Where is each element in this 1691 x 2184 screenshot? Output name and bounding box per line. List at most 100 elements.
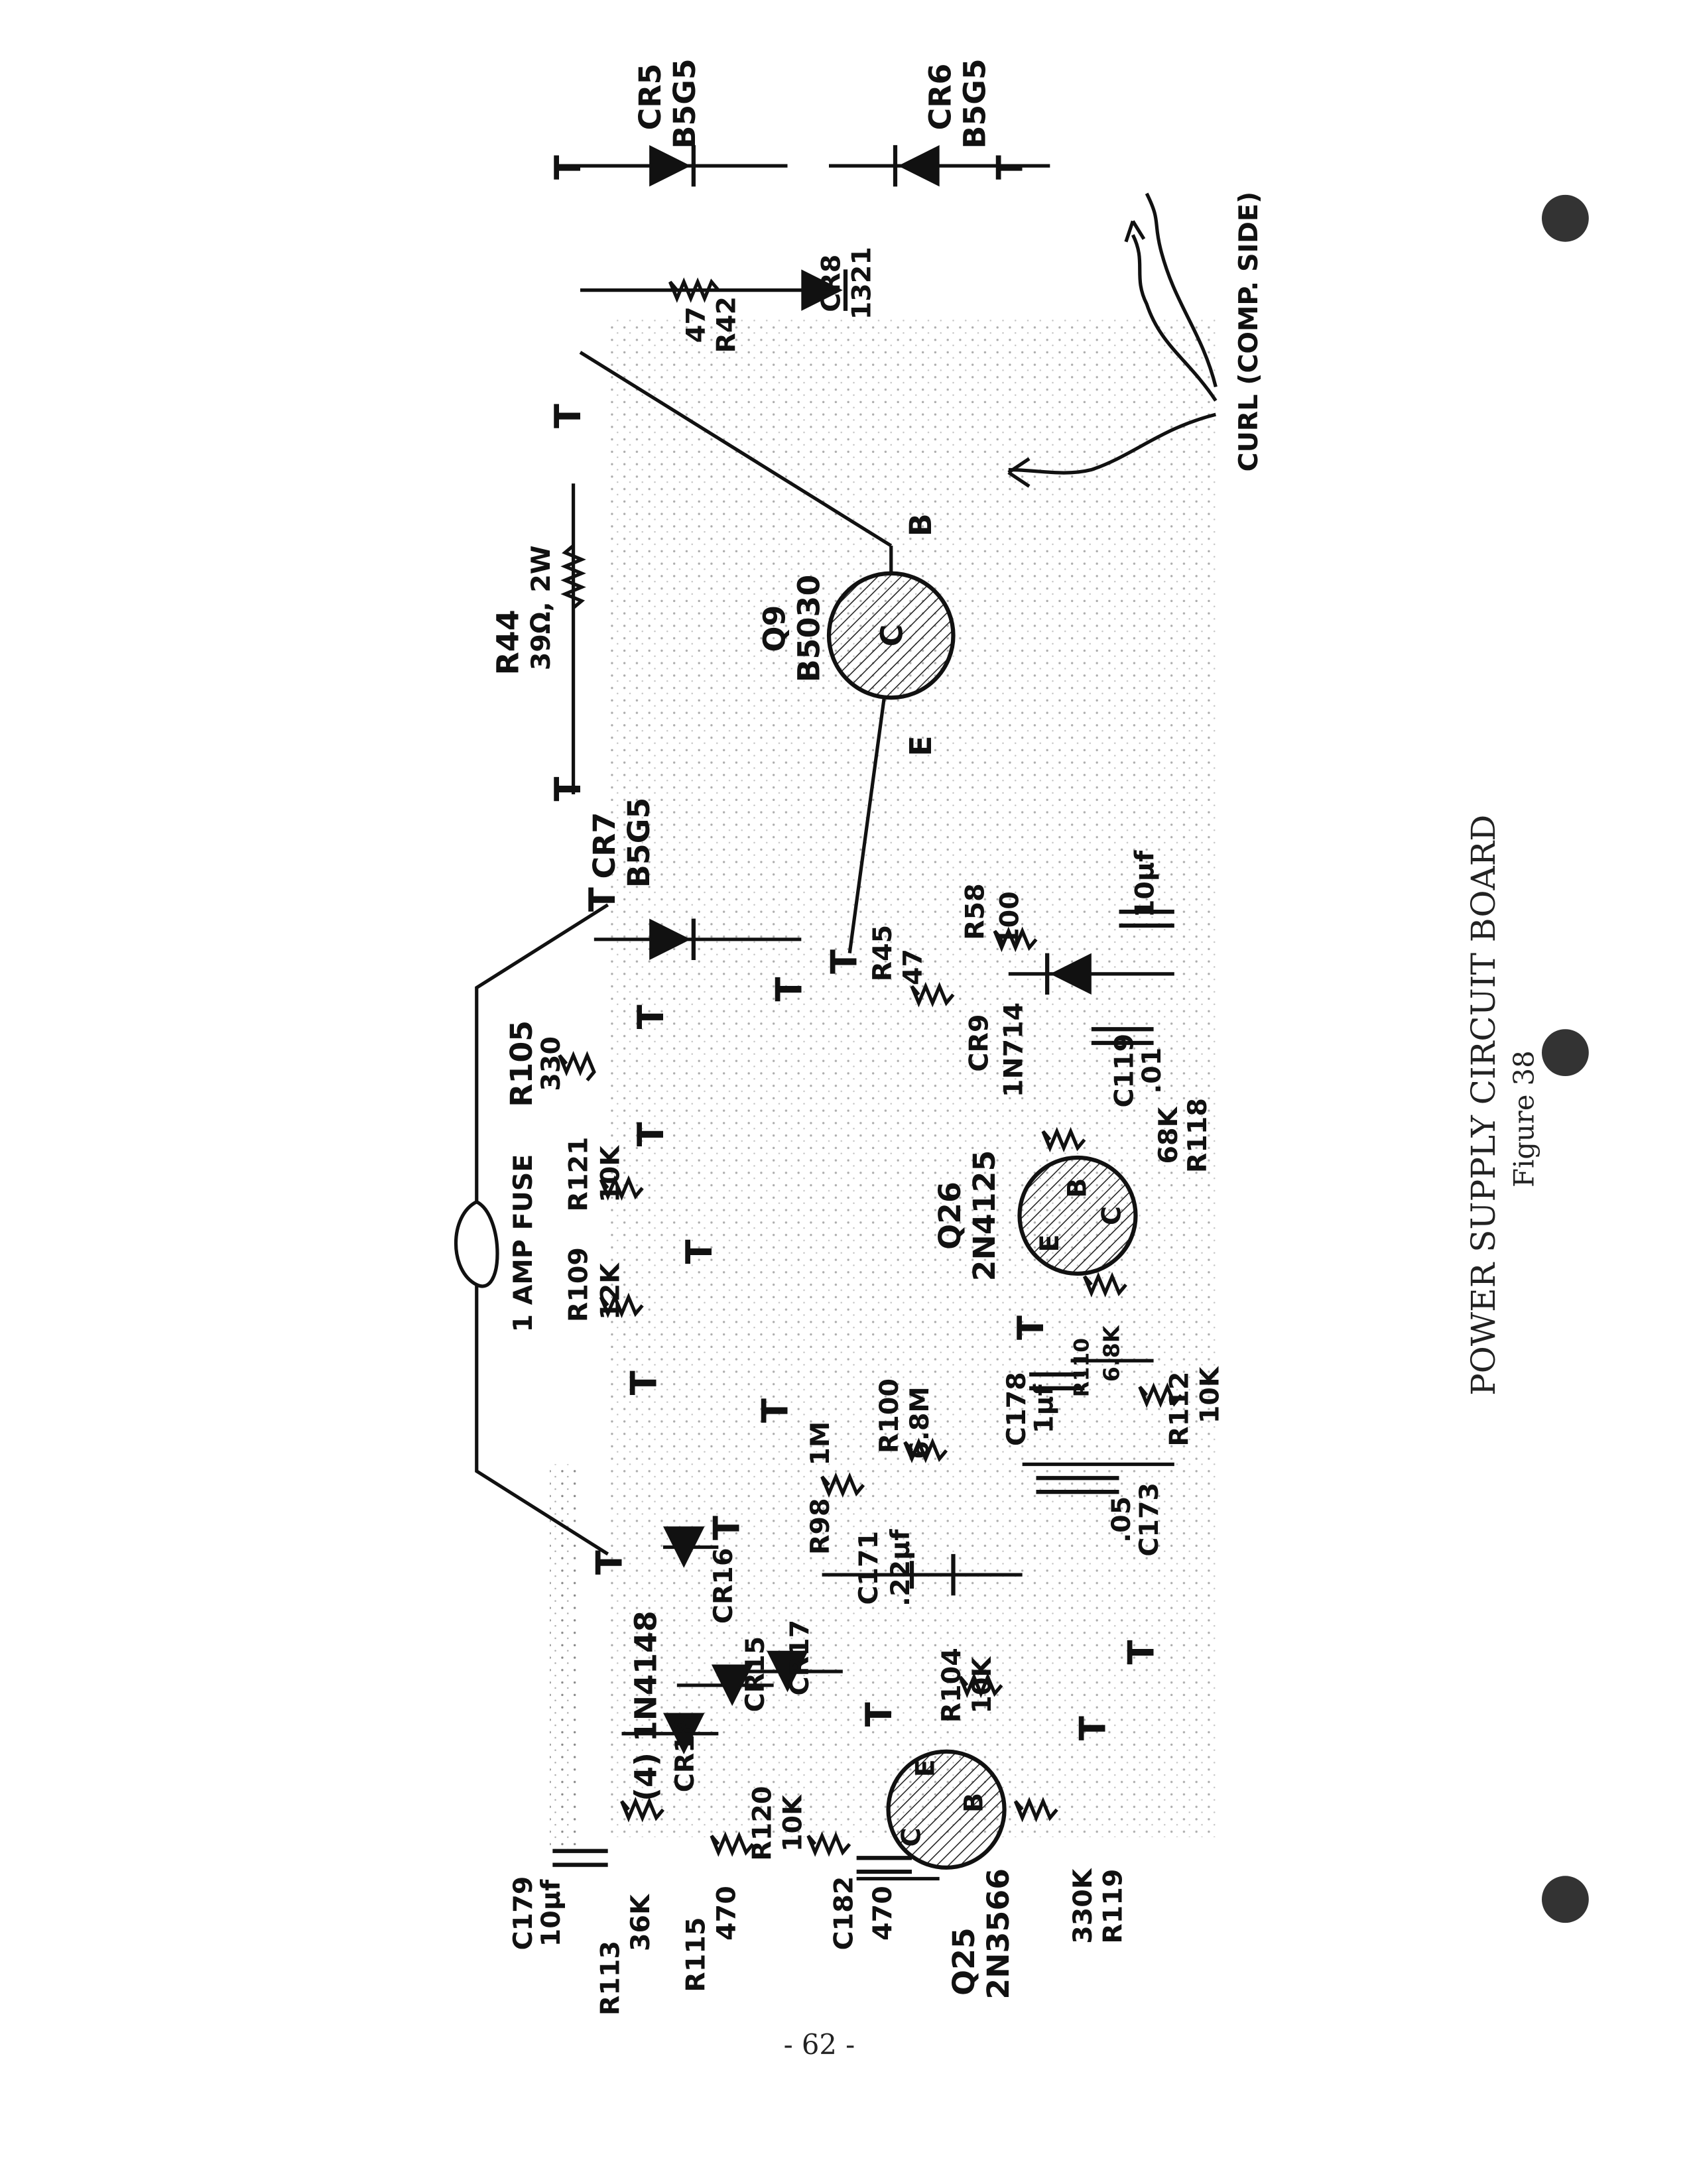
- r105-ref: R105: [503, 1020, 539, 1107]
- fuse-label: 1 AMP FUSE: [508, 1154, 538, 1333]
- pin-b-label: B: [903, 513, 938, 536]
- cr8-ref: CR8: [816, 255, 847, 312]
- test-point-label: T: [768, 977, 810, 1002]
- diode-icon: [663, 1526, 705, 1568]
- r109-ref: R109: [563, 1247, 594, 1322]
- r118-value: 68K: [1153, 1106, 1184, 1164]
- cr5-part: B5G5: [666, 58, 702, 149]
- r120-ref: R120: [747, 1786, 778, 1861]
- test-point-label: T: [1072, 1716, 1114, 1740]
- r121-value: 10K: [595, 1145, 625, 1203]
- pin-b-label: B: [958, 1793, 989, 1813]
- c171-value: .22µf: [885, 1529, 916, 1607]
- test-point-label: T: [678, 1239, 720, 1264]
- test-points: T T T T T T T T T T T T T T T T T T: [547, 155, 1162, 1740]
- c173-value: .05: [1106, 1496, 1137, 1543]
- test-point-label: T: [755, 1398, 796, 1423]
- transistor-q9: C B E: [826, 513, 956, 757]
- c119-ref: C119: [1109, 1034, 1139, 1108]
- test-point-label: T: [623, 1370, 665, 1395]
- r58-ref: R58: [960, 883, 990, 940]
- r42-value: 47: [681, 306, 712, 343]
- pin-e-label: E: [1034, 1235, 1065, 1252]
- test-point-label: T: [547, 404, 589, 428]
- cap-10uf-value: 10µf: [1130, 850, 1160, 918]
- c119-value: .01: [1137, 1048, 1167, 1094]
- r115-ref: R115: [681, 1917, 712, 1992]
- pin-c-label: C: [1097, 1206, 1127, 1225]
- cr18-ref: CR18: [670, 1717, 700, 1793]
- r98-value: 1M: [805, 1422, 836, 1466]
- test-point-label: T: [582, 887, 623, 912]
- r112-value: 10K: [1195, 1366, 1225, 1424]
- r119-ref: R119: [1098, 1869, 1129, 1944]
- pin-e-label: E: [903, 735, 938, 756]
- pin-b-label: B: [1062, 1178, 1093, 1198]
- capacitor-symbols: [552, 910, 1174, 1874]
- binder-hole-icon: [1542, 194, 1589, 242]
- r105-value: 330: [536, 1036, 566, 1091]
- diode-icon: [711, 1664, 753, 1707]
- q9-ref: Q9: [756, 605, 792, 652]
- test-point-label: T: [547, 776, 589, 801]
- figure-title: POWER SUPPLY CIRCUIT BOARD: [1464, 815, 1503, 1396]
- r115-value: 470: [711, 1886, 741, 1941]
- cr6-ref: CR6: [922, 64, 958, 131]
- r112-ref: R112: [1164, 1372, 1195, 1447]
- page-number: - 62 -: [784, 2028, 855, 2061]
- transistor-q26: E B C: [1017, 1155, 1138, 1276]
- diode-icon: [767, 1650, 808, 1693]
- cr8-part: 1321: [847, 247, 877, 320]
- test-point-label: T: [824, 949, 865, 974]
- diode-icon: [649, 918, 691, 961]
- r58-value: 100: [994, 891, 1025, 946]
- q25-ref: Q25: [946, 1927, 981, 1996]
- diode-symbols: [649, 145, 1092, 1754]
- binder-hole-icon: [1542, 1876, 1589, 1923]
- diode-icon: [1050, 953, 1092, 995]
- c173-ref: C173: [1134, 1483, 1164, 1557]
- cr17-ref: CR17: [784, 1620, 815, 1696]
- pin-e-label: E: [910, 1759, 940, 1777]
- r120-value: 10K: [777, 1794, 808, 1852]
- component-labels: CR5 B5G5 CR6 B5G5 CR8 1321 47 R42 CURL (…: [489, 58, 1264, 2016]
- pin-c-label: C: [873, 625, 909, 647]
- test-point-label: T: [547, 155, 589, 180]
- binder-hole-icon: [1542, 1029, 1589, 1077]
- test-point-label: T: [706, 1516, 748, 1540]
- diode-icon: [649, 145, 691, 187]
- cr15-ref: CR15: [740, 1636, 771, 1713]
- r121-ref: R121: [563, 1136, 594, 1211]
- curl-arrows: [1007, 192, 1218, 488]
- cr5-ref: CR5: [632, 64, 668, 131]
- fuse-symbol: [454, 1200, 499, 1288]
- diode-group-label: (4) 1N4148: [628, 1610, 664, 1801]
- cr9-part: 1N714: [999, 1002, 1029, 1097]
- test-point-label: T: [630, 1004, 672, 1029]
- cr7-ref: CR7: [586, 812, 622, 879]
- diode-icon: [898, 145, 940, 187]
- test-point-label: T: [858, 1702, 900, 1727]
- r119-value: 330K: [1068, 1868, 1098, 1944]
- board-edge-strip: [550, 1464, 578, 1851]
- q26-ref: Q26: [932, 1182, 968, 1250]
- r113-value: 36K: [625, 1894, 656, 1951]
- r44-value: 39Ω, 2W: [526, 545, 556, 670]
- r45-ref: R45: [867, 925, 898, 982]
- figure-number: Figure 38: [1508, 1050, 1540, 1187]
- test-point-label: T: [589, 1550, 631, 1575]
- r110-value: 6.8K: [1099, 1325, 1125, 1382]
- c171-ref: C171: [853, 1531, 884, 1605]
- cr16-ref: CR16: [708, 1547, 739, 1624]
- diode-icon: [663, 1713, 705, 1754]
- c179-ref: C179: [508, 1876, 538, 1951]
- q9-part: B5030: [790, 575, 826, 682]
- test-point-label: T: [989, 155, 1031, 180]
- q25-part: 2N3566: [980, 1868, 1016, 2000]
- r100-ref: R100: [874, 1378, 905, 1453]
- c178-ref: C178: [1001, 1372, 1032, 1446]
- r118-ref: R118: [1182, 1098, 1213, 1173]
- c178-value: 1µf: [1029, 1384, 1060, 1433]
- r110-ref: R110: [1070, 1338, 1094, 1397]
- cr7-part: B5G5: [621, 798, 657, 888]
